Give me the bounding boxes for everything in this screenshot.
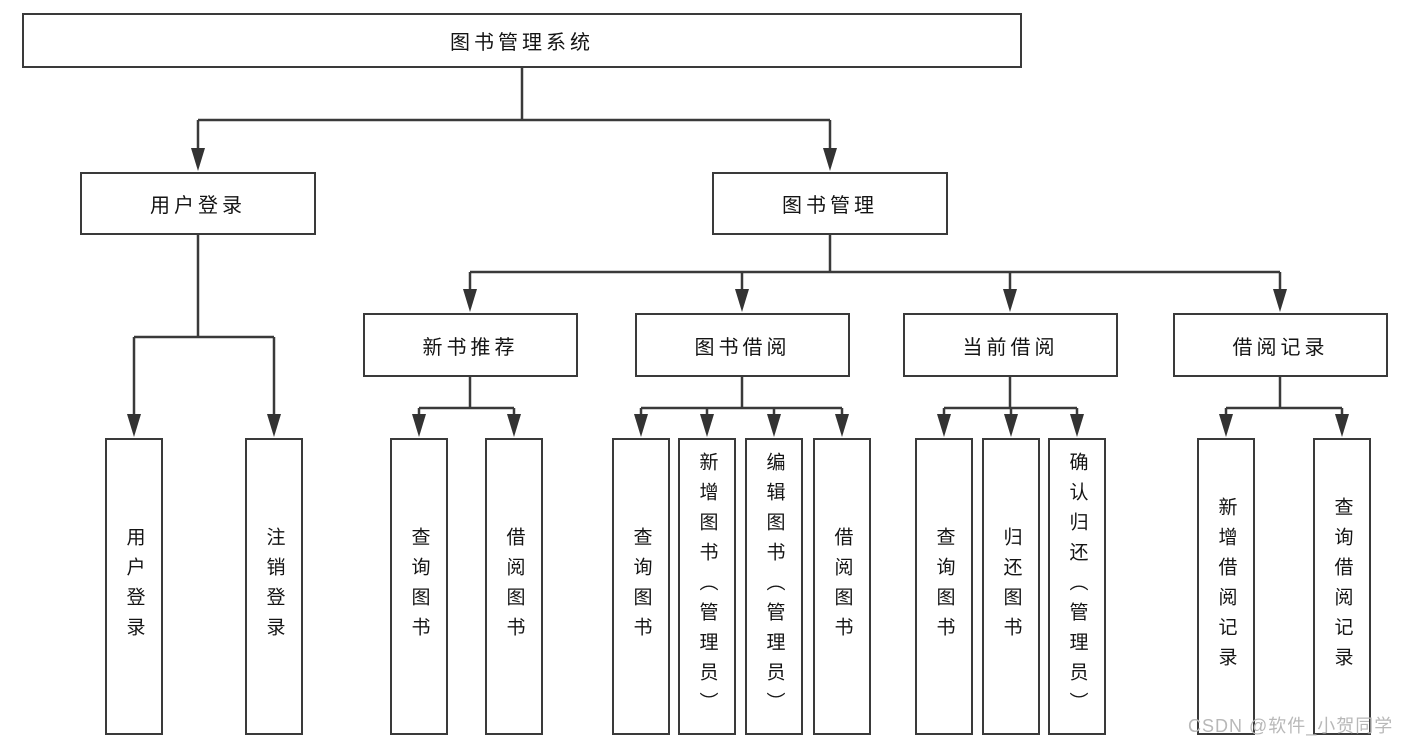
connector-arrowhead — [267, 414, 281, 437]
node-label: 图书管理 — [782, 195, 878, 217]
node-cb-return-books: 归还图书 — [982, 438, 1040, 735]
connector-arrowhead — [700, 414, 714, 437]
connector-arrowhead — [767, 414, 781, 437]
connector-arrowhead — [823, 148, 837, 171]
node-label: 图书借阅 — [694, 336, 791, 359]
node-bb-query-books: 查询图书 — [612, 438, 670, 735]
node-label: 用户登录 — [150, 195, 246, 217]
node-bb-add-books-admin: 新增图书（管理员） — [678, 438, 736, 735]
node-label: 新增借阅记录 — [1215, 496, 1237, 677]
node-label: 归还图书 — [1000, 526, 1022, 647]
node-user-login: 用户登录 — [105, 438, 163, 735]
node-cb-confirm-return-admin: 确认归还（管理员） — [1048, 438, 1106, 735]
connector-arrowhead — [1335, 414, 1349, 437]
node-label: 借阅图书 — [503, 526, 525, 647]
node-label: 当前借阅 — [962, 336, 1059, 359]
node-label: 图书管理系统 — [450, 32, 594, 54]
connector-arrowhead — [735, 289, 749, 312]
node-label: 查询图书 — [630, 526, 652, 647]
connector-arrowhead — [1273, 289, 1287, 312]
connector-arrowhead — [1003, 289, 1017, 312]
node-label: 新书推荐 — [422, 336, 519, 359]
node-label: 用户登录 — [123, 526, 145, 647]
node-bb-borrow-books: 借阅图书 — [813, 438, 871, 735]
connector-arrowhead — [191, 148, 205, 171]
connector-arrowhead — [127, 414, 141, 437]
node-nbr-query-books: 查询图书 — [390, 438, 448, 735]
connector-path — [132, 68, 1344, 417]
node-br-query-record: 查询借阅记录 — [1313, 438, 1371, 735]
connector-arrowhead — [937, 414, 951, 437]
connector-arrowhead — [463, 289, 477, 312]
node-br-add-record: 新增借阅记录 — [1197, 438, 1255, 735]
node-nbr-borrow-books: 借阅图书 — [485, 438, 543, 735]
connector-arrowhead — [412, 414, 426, 437]
node-label: 新增图书（管理员） — [696, 451, 718, 722]
node-current-borrowing: 当前借阅 — [903, 313, 1118, 377]
node-label: 注销登录 — [263, 526, 285, 647]
node-label: 查询借阅记录 — [1331, 496, 1353, 677]
node-book-management: 图书管理 — [712, 172, 948, 235]
connector-arrowhead — [1004, 414, 1018, 437]
node-label: 查询图书 — [933, 526, 955, 647]
node-logout: 注销登录 — [245, 438, 303, 735]
node-cb-query-books: 查询图书 — [915, 438, 973, 735]
node-label: 借阅图书 — [831, 526, 853, 647]
node-label: 借阅记录 — [1232, 336, 1329, 359]
node-label: 查询图书 — [408, 526, 430, 647]
connector-arrowhead — [634, 414, 648, 437]
connector-arrowhead — [507, 414, 521, 437]
connector-arrowhead — [1070, 414, 1084, 437]
node-library-management-system: 图书管理系统 — [22, 13, 1022, 68]
connector-arrowhead — [835, 414, 849, 437]
node-borrowing-records: 借阅记录 — [1173, 313, 1388, 377]
node-bb-edit-books-admin: 编辑图书（管理员） — [745, 438, 803, 735]
csdn-watermark: CSDN @软件_小贺同学 — [1188, 716, 1394, 736]
connector-arrowhead — [1219, 414, 1233, 437]
node-user-login-group: 用户登录 — [80, 172, 316, 235]
node-new-book-recommendation: 新书推荐 — [363, 313, 578, 377]
node-label: 编辑图书（管理员） — [763, 451, 785, 722]
node-book-borrowing: 图书借阅 — [635, 313, 850, 377]
node-label: 确认归还（管理员） — [1066, 451, 1088, 722]
